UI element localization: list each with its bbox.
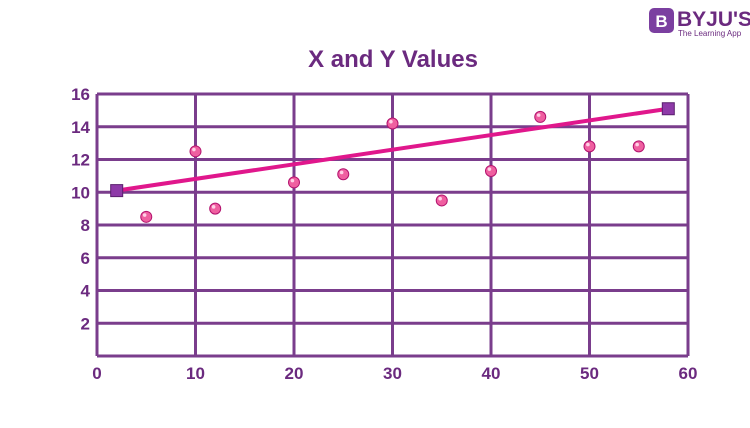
- grid-lines: [95, 92, 690, 358]
- trend-line: [114, 106, 671, 193]
- brand-logo: B BYJU'S The Learning App: [649, 8, 750, 38]
- y-tick-labels: 2 4 6 8 10 12 14 16: [71, 85, 90, 333]
- y-tick-label: 8: [81, 216, 90, 235]
- x-tick-label: 0: [92, 364, 101, 383]
- y-tick-label: 16: [71, 85, 90, 104]
- brand-tagline: The Learning App: [678, 29, 742, 38]
- data-point: [534, 110, 547, 123]
- y-tick-label: 4: [81, 282, 91, 301]
- x-tick-label: 20: [285, 364, 304, 383]
- data-point: [288, 176, 300, 189]
- data-point: [435, 194, 448, 207]
- x-tick-label: 10: [186, 364, 205, 383]
- x-tick-label: 30: [383, 364, 402, 383]
- brand-name: BYJU'S: [677, 8, 750, 31]
- y-tick-label: 2: [81, 314, 90, 333]
- y-tick-label: 10: [71, 183, 90, 202]
- trend-line-group: [110, 102, 675, 198]
- data-point: [485, 164, 497, 177]
- data-points: [140, 110, 645, 223]
- data-point: [337, 168, 350, 181]
- data-point: [583, 140, 596, 153]
- brand-logo-icon-letter: B: [655, 12, 667, 31]
- data-point: [189, 145, 202, 158]
- y-tick-label: 14: [71, 118, 90, 137]
- data-point: [209, 202, 222, 215]
- x-tick-label: 40: [482, 364, 501, 383]
- data-point: [386, 117, 399, 130]
- y-tick-label: 12: [71, 151, 90, 170]
- trend-line-end-marker: [661, 102, 675, 116]
- x-tick-label: 50: [580, 364, 599, 383]
- x-tick-labels: 0 10 20 30 40 50 60: [92, 364, 697, 383]
- x-tick-label: 60: [679, 364, 698, 383]
- data-point: [632, 140, 645, 153]
- trend-line-start-marker: [110, 184, 124, 198]
- data-point: [140, 210, 153, 223]
- y-tick-label: 6: [81, 249, 90, 268]
- chart-title: X and Y Values: [308, 46, 478, 73]
- brand-logo-icon: [649, 8, 674, 33]
